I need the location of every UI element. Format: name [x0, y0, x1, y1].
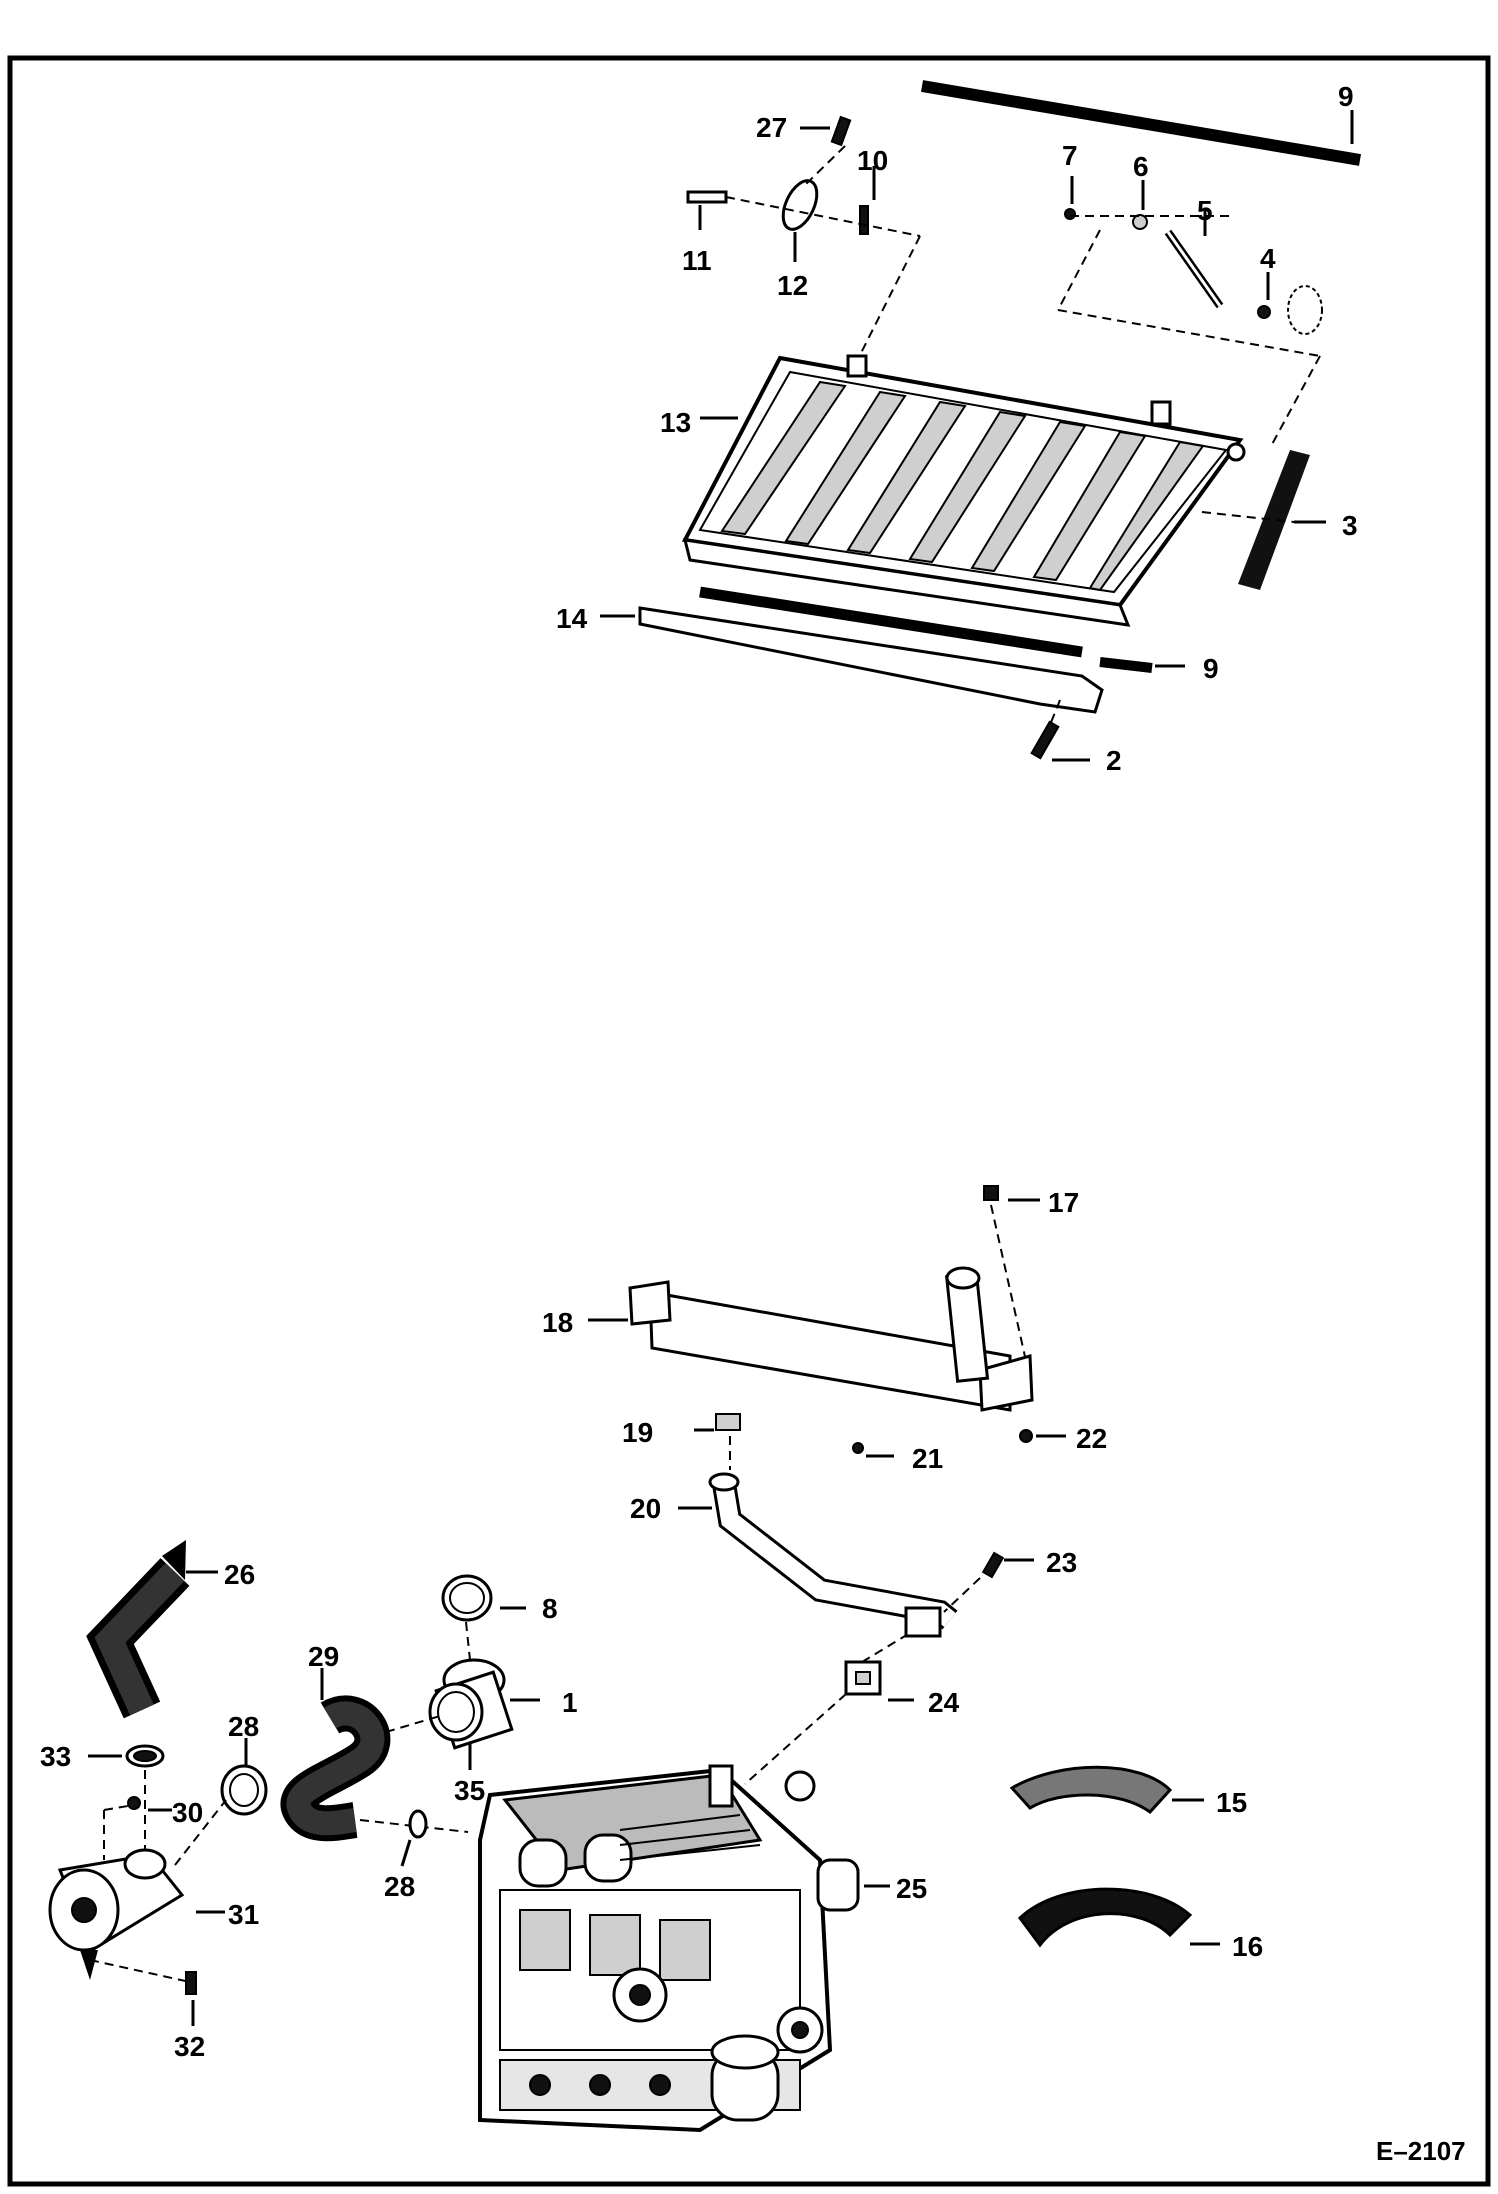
engine-block [478, 1764, 890, 2133]
plug-22 [852, 1442, 864, 1454]
coolant-pipe-21 [678, 1472, 958, 1638]
figure-code: E–2107 [1376, 2136, 1466, 2166]
clamp-8 [441, 1574, 526, 1661]
mounting-rail-15 [600, 606, 1104, 714]
gas-spring-5 [1164, 208, 1224, 309]
bolt-7 [1064, 176, 1076, 220]
spacer-13 [781, 179, 819, 262]
upper-assembly [600, 80, 1361, 762]
callout-7: 7 [1062, 140, 1078, 171]
callout-19: 18 [542, 1307, 573, 1338]
nut-4 [1257, 272, 1323, 335]
elbow-hose-27 [86, 1540, 218, 1719]
callout-27: 26 [224, 1559, 255, 1590]
callout-6: 6 [1133, 151, 1149, 182]
callout-18: 17 [1048, 1187, 1079, 1218]
rear-screen-frame-14 [681, 354, 1246, 627]
clamp-28-lower [400, 1809, 428, 1867]
bolt-18 [983, 1185, 1040, 1371]
fitting-20 [694, 1413, 741, 1432]
callout-13: 12 [777, 270, 808, 301]
seal-strip-top [921, 80, 1361, 166]
bolt-32 [185, 1971, 197, 2026]
callout-16: 15 [1216, 1787, 1247, 1818]
callout-30: 30 [172, 1797, 203, 1828]
callout-28-lower: 28 [384, 1871, 415, 1902]
callout-1: 1 [562, 1687, 578, 1718]
seal-16 [1009, 1765, 1204, 1815]
bolt-24 [943, 1551, 1034, 1613]
callout-32: 32 [174, 2031, 205, 2062]
expansion-tube-19 [588, 1266, 1034, 1412]
callout-5: 5 [1197, 195, 1213, 226]
callout-23: 22 [1076, 1423, 1107, 1454]
callout-26: 25 [896, 1873, 927, 1904]
nut-23 [1019, 1429, 1033, 1443]
page-border [7, 55, 1491, 2187]
bellows-hose-1 [428, 1658, 540, 1770]
bolt-30 [103, 1770, 172, 1860]
callout-10: 10 [857, 145, 888, 176]
pipe-assembly [588, 1185, 1066, 1785]
callout-17: 16 [1232, 1931, 1263, 1962]
seal-17 [1018, 1887, 1220, 1948]
callout-29: 29 [308, 1641, 339, 1672]
intake-parts [48, 1540, 540, 2026]
callout-25: 24 [928, 1687, 960, 1718]
callout-9-bottom: 9 [1203, 653, 1219, 684]
air-cleaner-31 [48, 1799, 227, 1983]
callout-15: 14 [556, 603, 588, 634]
elbow-hose-29 [280, 1668, 469, 1842]
callout-28-upper: 28 [228, 1711, 259, 1742]
callout-4: 4 [1260, 243, 1276, 274]
callout-31: 31 [228, 1899, 259, 1930]
callout-22: 21 [912, 1443, 943, 1474]
callout-8: 8 [542, 1593, 558, 1624]
bolt-2 [1030, 699, 1090, 762]
callout-11: 27 [756, 112, 787, 143]
clamp-28-upper [220, 1738, 268, 1816]
clip-10 [859, 166, 876, 235]
callout-2: 2 [1106, 745, 1122, 776]
seal-strip-bottom-9 [699, 586, 1185, 673]
callout-12: 11 [682, 245, 712, 276]
pin-12 [686, 190, 728, 230]
callout-35: 35 [454, 1775, 485, 1806]
callout-14: 13 [660, 407, 691, 438]
bolt-11 [800, 115, 852, 147]
callout-9-top: 9 [1338, 81, 1354, 112]
callout-21: 20 [630, 1493, 661, 1524]
callout-33: 33 [40, 1741, 71, 1772]
washer-6 [1132, 180, 1148, 230]
callout-20: 19 [622, 1417, 653, 1448]
seal-strip-3 [1201, 450, 1326, 590]
gasket-25 [744, 1635, 914, 1785]
callout-24: 23 [1046, 1547, 1077, 1578]
clamp-33 [88, 1744, 165, 1768]
callout-3: 3 [1342, 510, 1358, 541]
